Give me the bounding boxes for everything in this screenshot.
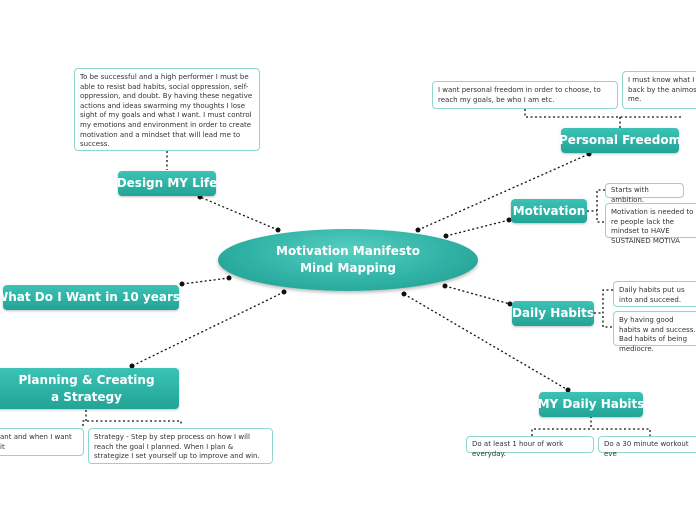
note-freedom-choose[interactable]: I want personal freedom in order to choo… — [432, 81, 618, 109]
central-topic[interactable]: Motivation Manifesto Mind Mapping — [218, 229, 478, 291]
topic-strategy[interactable]: Planning & Creating a Strategy — [0, 368, 179, 409]
topic-motivation[interactable]: Motivation — [511, 199, 587, 223]
topic-daily-habits-label: Daily Habits — [512, 306, 595, 320]
note-motivation-mindset[interactable]: Motivation is needed to re people lack t… — [605, 203, 696, 245]
note-my-daily-workout[interactable]: Do a 30 minute workout eve — [598, 436, 696, 458]
topic-my-daily-habits[interactable]: MY Daily Habits — [537, 392, 645, 417]
note-strategy-steps[interactable]: Strategy - Step by step process on how I… — [88, 428, 273, 464]
topic-my-daily-habits-label: MY Daily Habits — [537, 397, 645, 411]
note-daily-succeed[interactable]: Daily habits put us into and succeed. — [613, 281, 696, 307]
topic-personal-freedom-label: Personal Freedom — [558, 133, 682, 147]
topic-motivation-label: Motivation — [512, 203, 586, 218]
topic-ten-years[interactable]: What Do I Want in 10 years? — [0, 285, 187, 310]
topic-strategy-label: Planning & Creating a Strategy — [18, 372, 155, 404]
central-topic-label: Motivation Manifesto Mind Mapping — [276, 244, 420, 275]
topic-ten-years-label: What Do I Want in 10 years? — [0, 290, 187, 304]
topic-daily-habits[interactable]: Daily Habits — [512, 301, 594, 326]
note-daily-good-habits[interactable]: By having good habits w and success. Bad… — [613, 311, 696, 353]
note-freedom-know[interactable]: I must know what I w back by the animosi… — [622, 71, 696, 109]
note-strategy-goal[interactable]: ant and when I want it — [0, 428, 84, 456]
topic-personal-freedom[interactable]: Personal Freedom — [558, 128, 682, 153]
topic-design-my-life[interactable]: Design MY Life — [116, 171, 218, 196]
note-my-daily-work[interactable]: Do at least 1 hour of work everyday. — [466, 436, 594, 458]
note-design-life[interactable]: To be successful and a high performer I … — [74, 68, 260, 151]
note-motivation-ambition[interactable]: Starts with ambition. — [605, 183, 684, 204]
topic-design-my-life-label: Design MY Life — [116, 176, 218, 190]
